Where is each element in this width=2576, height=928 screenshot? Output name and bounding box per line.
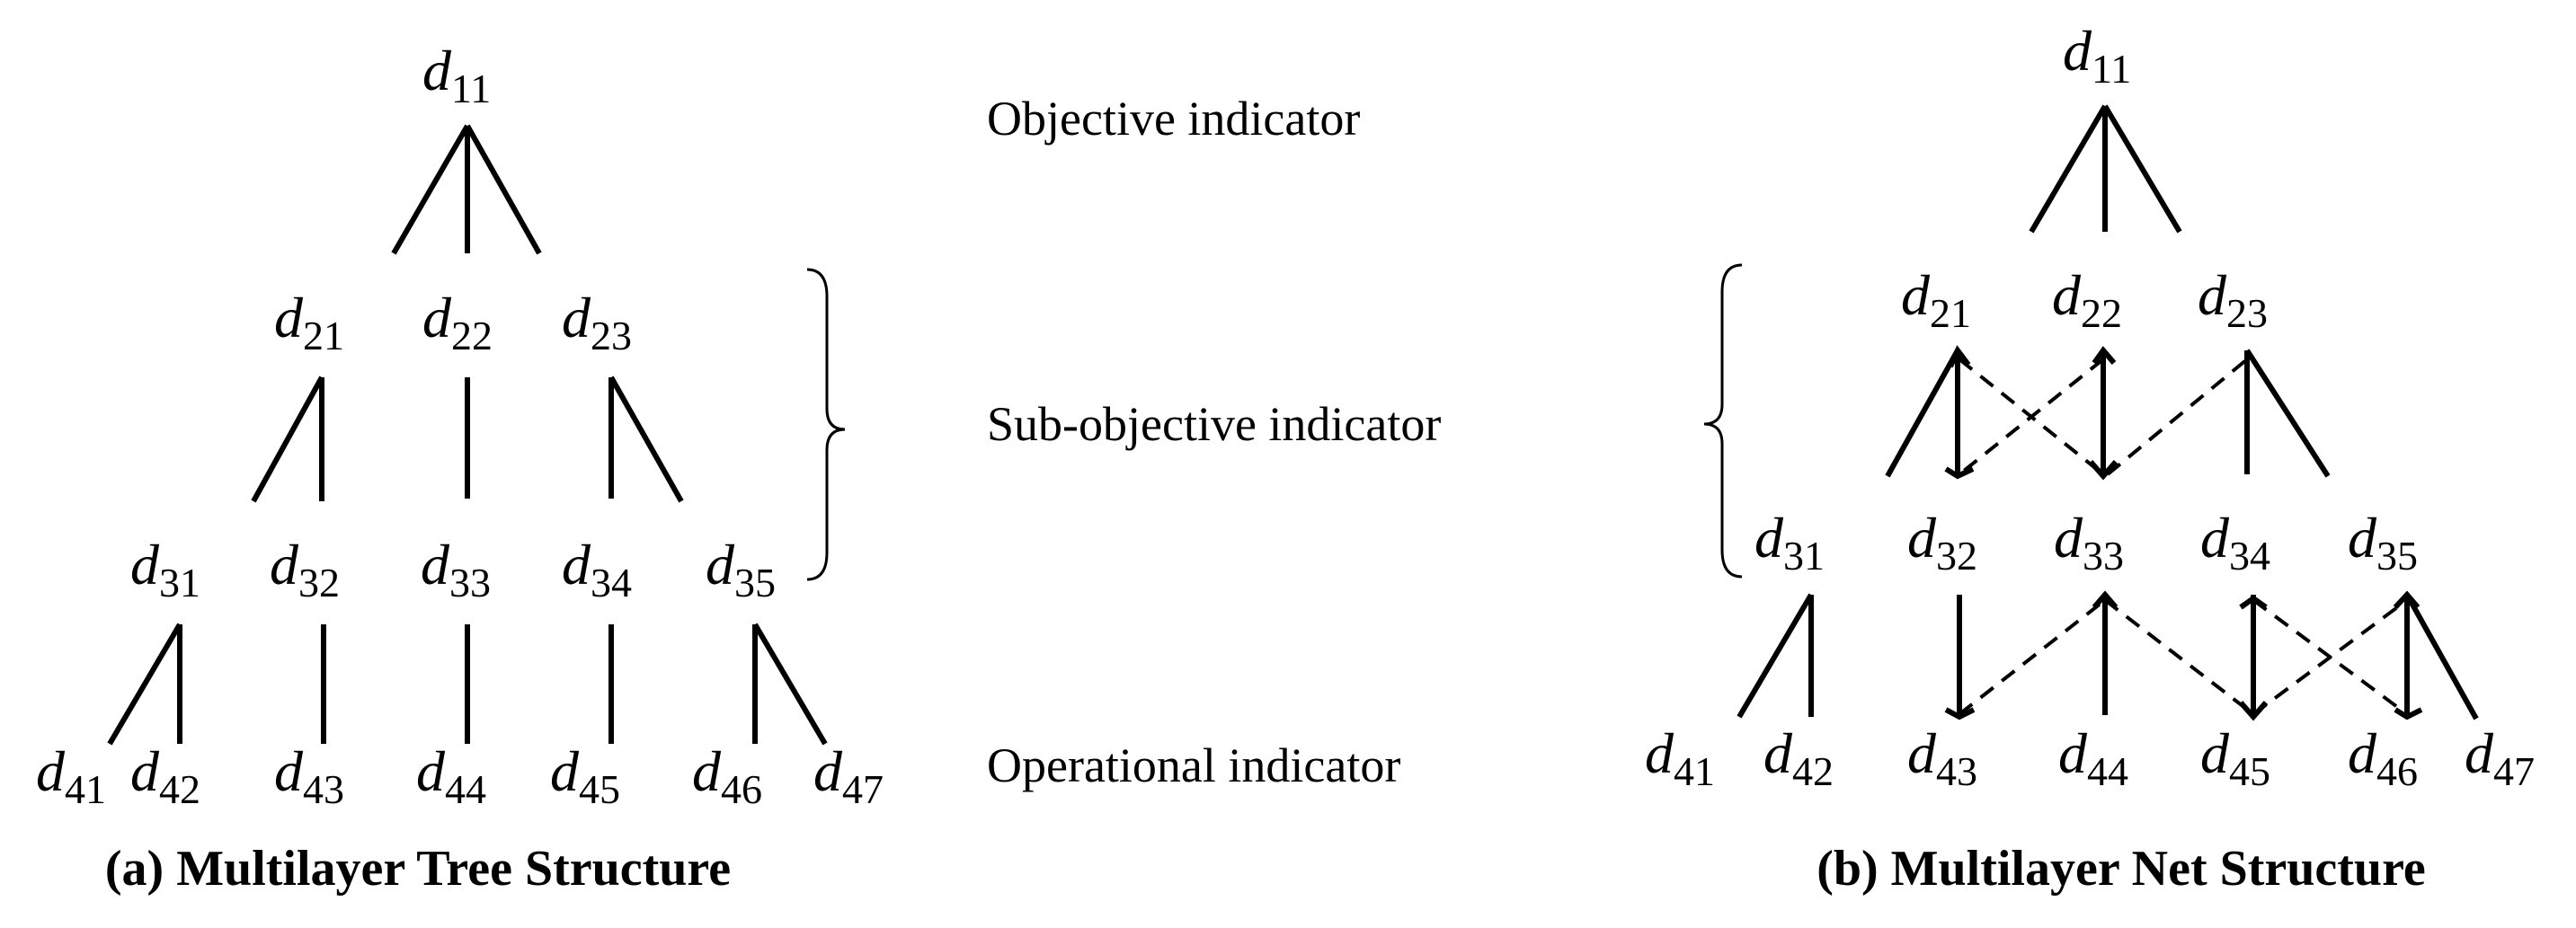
tree-edge xyxy=(251,376,324,503)
tree-caption: (a) Multilayer Tree Structure xyxy=(105,841,731,897)
net-dashed-edge xyxy=(2252,598,2409,716)
net-dashed-edges xyxy=(1958,358,2409,716)
net-node-d42: d42 xyxy=(1763,721,1834,794)
net-node-d31: d31 xyxy=(1754,506,1825,579)
tree-node-d42: d42 xyxy=(130,739,200,812)
net-caption: (b) Multilayer Net Structure xyxy=(1817,841,2426,897)
net-node-d32: d32 xyxy=(1907,506,1977,579)
net-dashed-edge xyxy=(1958,358,2105,476)
tree-node-d43: d43 xyxy=(274,739,344,812)
tree-structure-panel: d11 d21 d22 d23 d31 d32 d33 d34 d35 d41 … xyxy=(36,39,884,897)
arrow-tip xyxy=(1948,345,1971,368)
tree-node-d45: d45 xyxy=(550,739,620,812)
tree-edge xyxy=(391,124,470,255)
tree-node-d35: d35 xyxy=(706,533,776,605)
tree-edges xyxy=(107,124,828,746)
net-structure-panel: d11 d21 d22 d23 d31 d32 d33 d34 d35 d41 … xyxy=(1645,19,2535,897)
net-node-d47: d47 xyxy=(2465,721,2535,794)
arrow-tip xyxy=(2393,590,2421,610)
tree-node-d41: d41 xyxy=(36,739,106,812)
tree-node-d44: d44 xyxy=(416,739,486,812)
tree-edge xyxy=(107,623,182,746)
tree-level-brace xyxy=(806,268,846,581)
net-node-d34: d34 xyxy=(2200,506,2270,579)
net-node-d45: d45 xyxy=(2200,721,2270,794)
net-level-brace xyxy=(1703,263,1743,579)
arrow-tip xyxy=(2092,346,2117,365)
arrow-tip xyxy=(1944,466,1975,480)
net-solid-edges xyxy=(1737,104,2479,720)
net-dashed-edge xyxy=(2103,598,2255,716)
tree-node-d23: d23 xyxy=(562,286,632,358)
net-dashed-edge xyxy=(1958,598,2107,716)
net-node-d44: d44 xyxy=(2058,721,2128,794)
net-edge xyxy=(1737,593,1814,719)
tree-node-d47: d47 xyxy=(813,739,884,812)
tree-node-d21: d21 xyxy=(274,286,344,358)
tree-node-d22: d22 xyxy=(422,286,493,358)
net-dashed-edge xyxy=(2106,358,2249,476)
objective-indicator-label: Objective indicator xyxy=(987,92,1360,146)
net-edge xyxy=(2404,593,2479,720)
tree-node-d34: d34 xyxy=(562,533,632,605)
sub-objective-indicator-label: Sub-objective indicator xyxy=(987,397,1441,451)
net-node-d46: d46 xyxy=(2348,721,2418,794)
net-edge xyxy=(2102,104,2182,234)
tree-node-d11: d11 xyxy=(422,39,491,111)
tree-node-d32: d32 xyxy=(270,533,340,605)
arrow-tip xyxy=(2092,590,2119,609)
net-edge xyxy=(2029,104,2108,234)
net-node-d43: d43 xyxy=(1907,721,1977,794)
tree-node-d33: d33 xyxy=(421,533,491,605)
net-node-d21: d21 xyxy=(1901,263,1971,336)
net-node-d11: d11 xyxy=(2063,19,2131,92)
net-node-d41: d41 xyxy=(1645,721,1715,794)
net-node-d35: d35 xyxy=(2348,506,2418,579)
tree-node-d46: d46 xyxy=(692,739,762,812)
net-node-d33: d33 xyxy=(2054,506,2124,579)
operational-indicator-label: Operational indicator xyxy=(987,738,1400,792)
net-edge xyxy=(2244,349,2331,478)
tree-edge xyxy=(465,124,542,255)
net-node-d23: d23 xyxy=(2198,263,2268,336)
net-edge xyxy=(1885,349,1960,478)
arrow-tip xyxy=(1944,707,1976,720)
tree-edge xyxy=(752,623,828,746)
tree-node-d31: d31 xyxy=(130,533,200,605)
net-node-d22: d22 xyxy=(2052,263,2122,336)
arrow-tip xyxy=(2394,707,2423,720)
tree-edge xyxy=(608,376,684,503)
level-labels: Objective indicator Sub-objective indica… xyxy=(987,92,1441,792)
